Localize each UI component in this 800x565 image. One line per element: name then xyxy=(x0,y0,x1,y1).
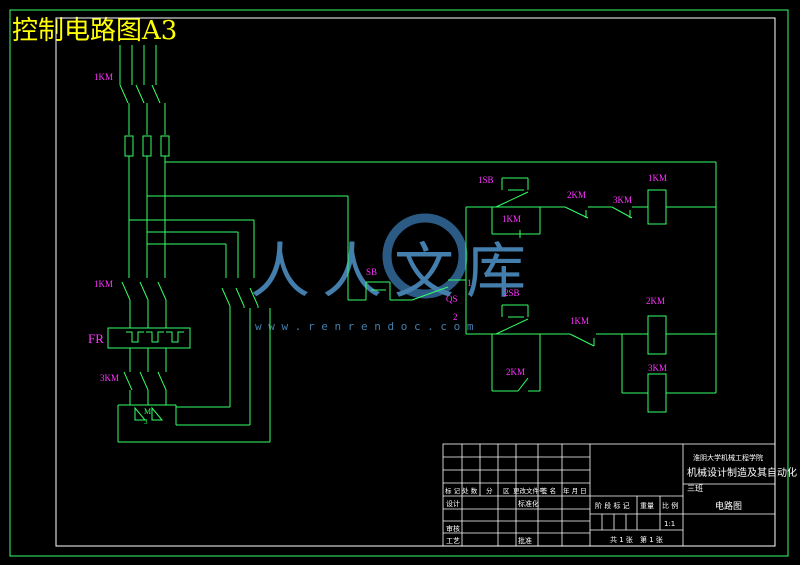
label-1km-top: 1KM xyxy=(94,72,113,82)
tb-drawing-name: 电路图 xyxy=(715,500,742,512)
tb-scale-value: 1:1 xyxy=(664,520,675,528)
outer-frame xyxy=(9,9,789,557)
tb-school: 淮阴大学机械工程学院 xyxy=(693,453,763,462)
tb-stage-mark: 阶 段 标 记 xyxy=(595,501,630,510)
inner-frame xyxy=(55,17,776,547)
tb-sheets: 共 1 张 xyxy=(610,535,633,544)
tb-row-mark-date: 年 月 日 xyxy=(563,486,587,495)
tb-weight: 重量 xyxy=(640,502,654,510)
label-sb: SB xyxy=(366,267,377,277)
watermark: 人人文库 w w w . r e n r e n d o c . c o m xyxy=(250,213,538,333)
tb-class: 三班 xyxy=(687,483,703,493)
tb-row-mark-fen: 分 xyxy=(486,486,493,495)
tb-review: 审核 xyxy=(446,524,460,533)
label-1km-mid: 1KM xyxy=(94,279,113,289)
tb-sheet: 第 1 张 xyxy=(640,535,663,544)
label-node-1: 1 xyxy=(467,278,472,288)
tb-major: 机械设计制造及其自动化 xyxy=(687,466,797,479)
label-3km-bottom: 3KM xyxy=(100,373,119,383)
power-circuit xyxy=(107,45,716,443)
drawing-title: 控制电路图A3 xyxy=(12,16,178,46)
label-motor-3: 3 xyxy=(144,418,148,426)
label-1km-nc: 1KM xyxy=(570,316,589,326)
tb-standard: 标准化 xyxy=(518,499,539,508)
label-2km-nc: 2KM xyxy=(567,190,586,200)
label-2km-holding: 2KM xyxy=(506,367,525,377)
tb-design: 设计 xyxy=(446,499,460,508)
tb-process: 工艺 xyxy=(446,537,460,545)
label-node-2: 2 xyxy=(453,312,458,322)
tb-approve: 批准 xyxy=(518,536,532,545)
tb-row-mark-sign: 签 名 xyxy=(541,486,556,495)
label-1sb: 1SB xyxy=(478,175,494,185)
label-coil-3km: 3KM xyxy=(648,363,667,373)
label-1km-contact: 1KM xyxy=(502,214,521,224)
tb-row-mark: 标 记 处 数 xyxy=(445,486,478,495)
label-fr: FR xyxy=(88,331,104,346)
label-3km-nc: 3KM xyxy=(613,195,632,205)
control-circuit xyxy=(491,162,717,413)
label-coil-1km: 1KM xyxy=(648,173,667,183)
watermark-logo-text: 人人文库 xyxy=(250,237,538,307)
label-2sb: 2SB xyxy=(504,288,520,298)
label-coil-2km: 2KM xyxy=(646,296,665,306)
watermark-logo-circle xyxy=(382,213,468,299)
tb-scale: 比 例 xyxy=(662,501,678,510)
tb-row-mark-qu: 区 xyxy=(503,487,510,495)
label-qs: QS xyxy=(446,294,458,304)
label-motor-m: M xyxy=(144,407,151,416)
tb-row-mark-file: 更改文件号 xyxy=(513,486,546,495)
title-block xyxy=(442,443,776,547)
watermark-url: w w w . r e n r e n d o c . c o m xyxy=(255,320,474,333)
